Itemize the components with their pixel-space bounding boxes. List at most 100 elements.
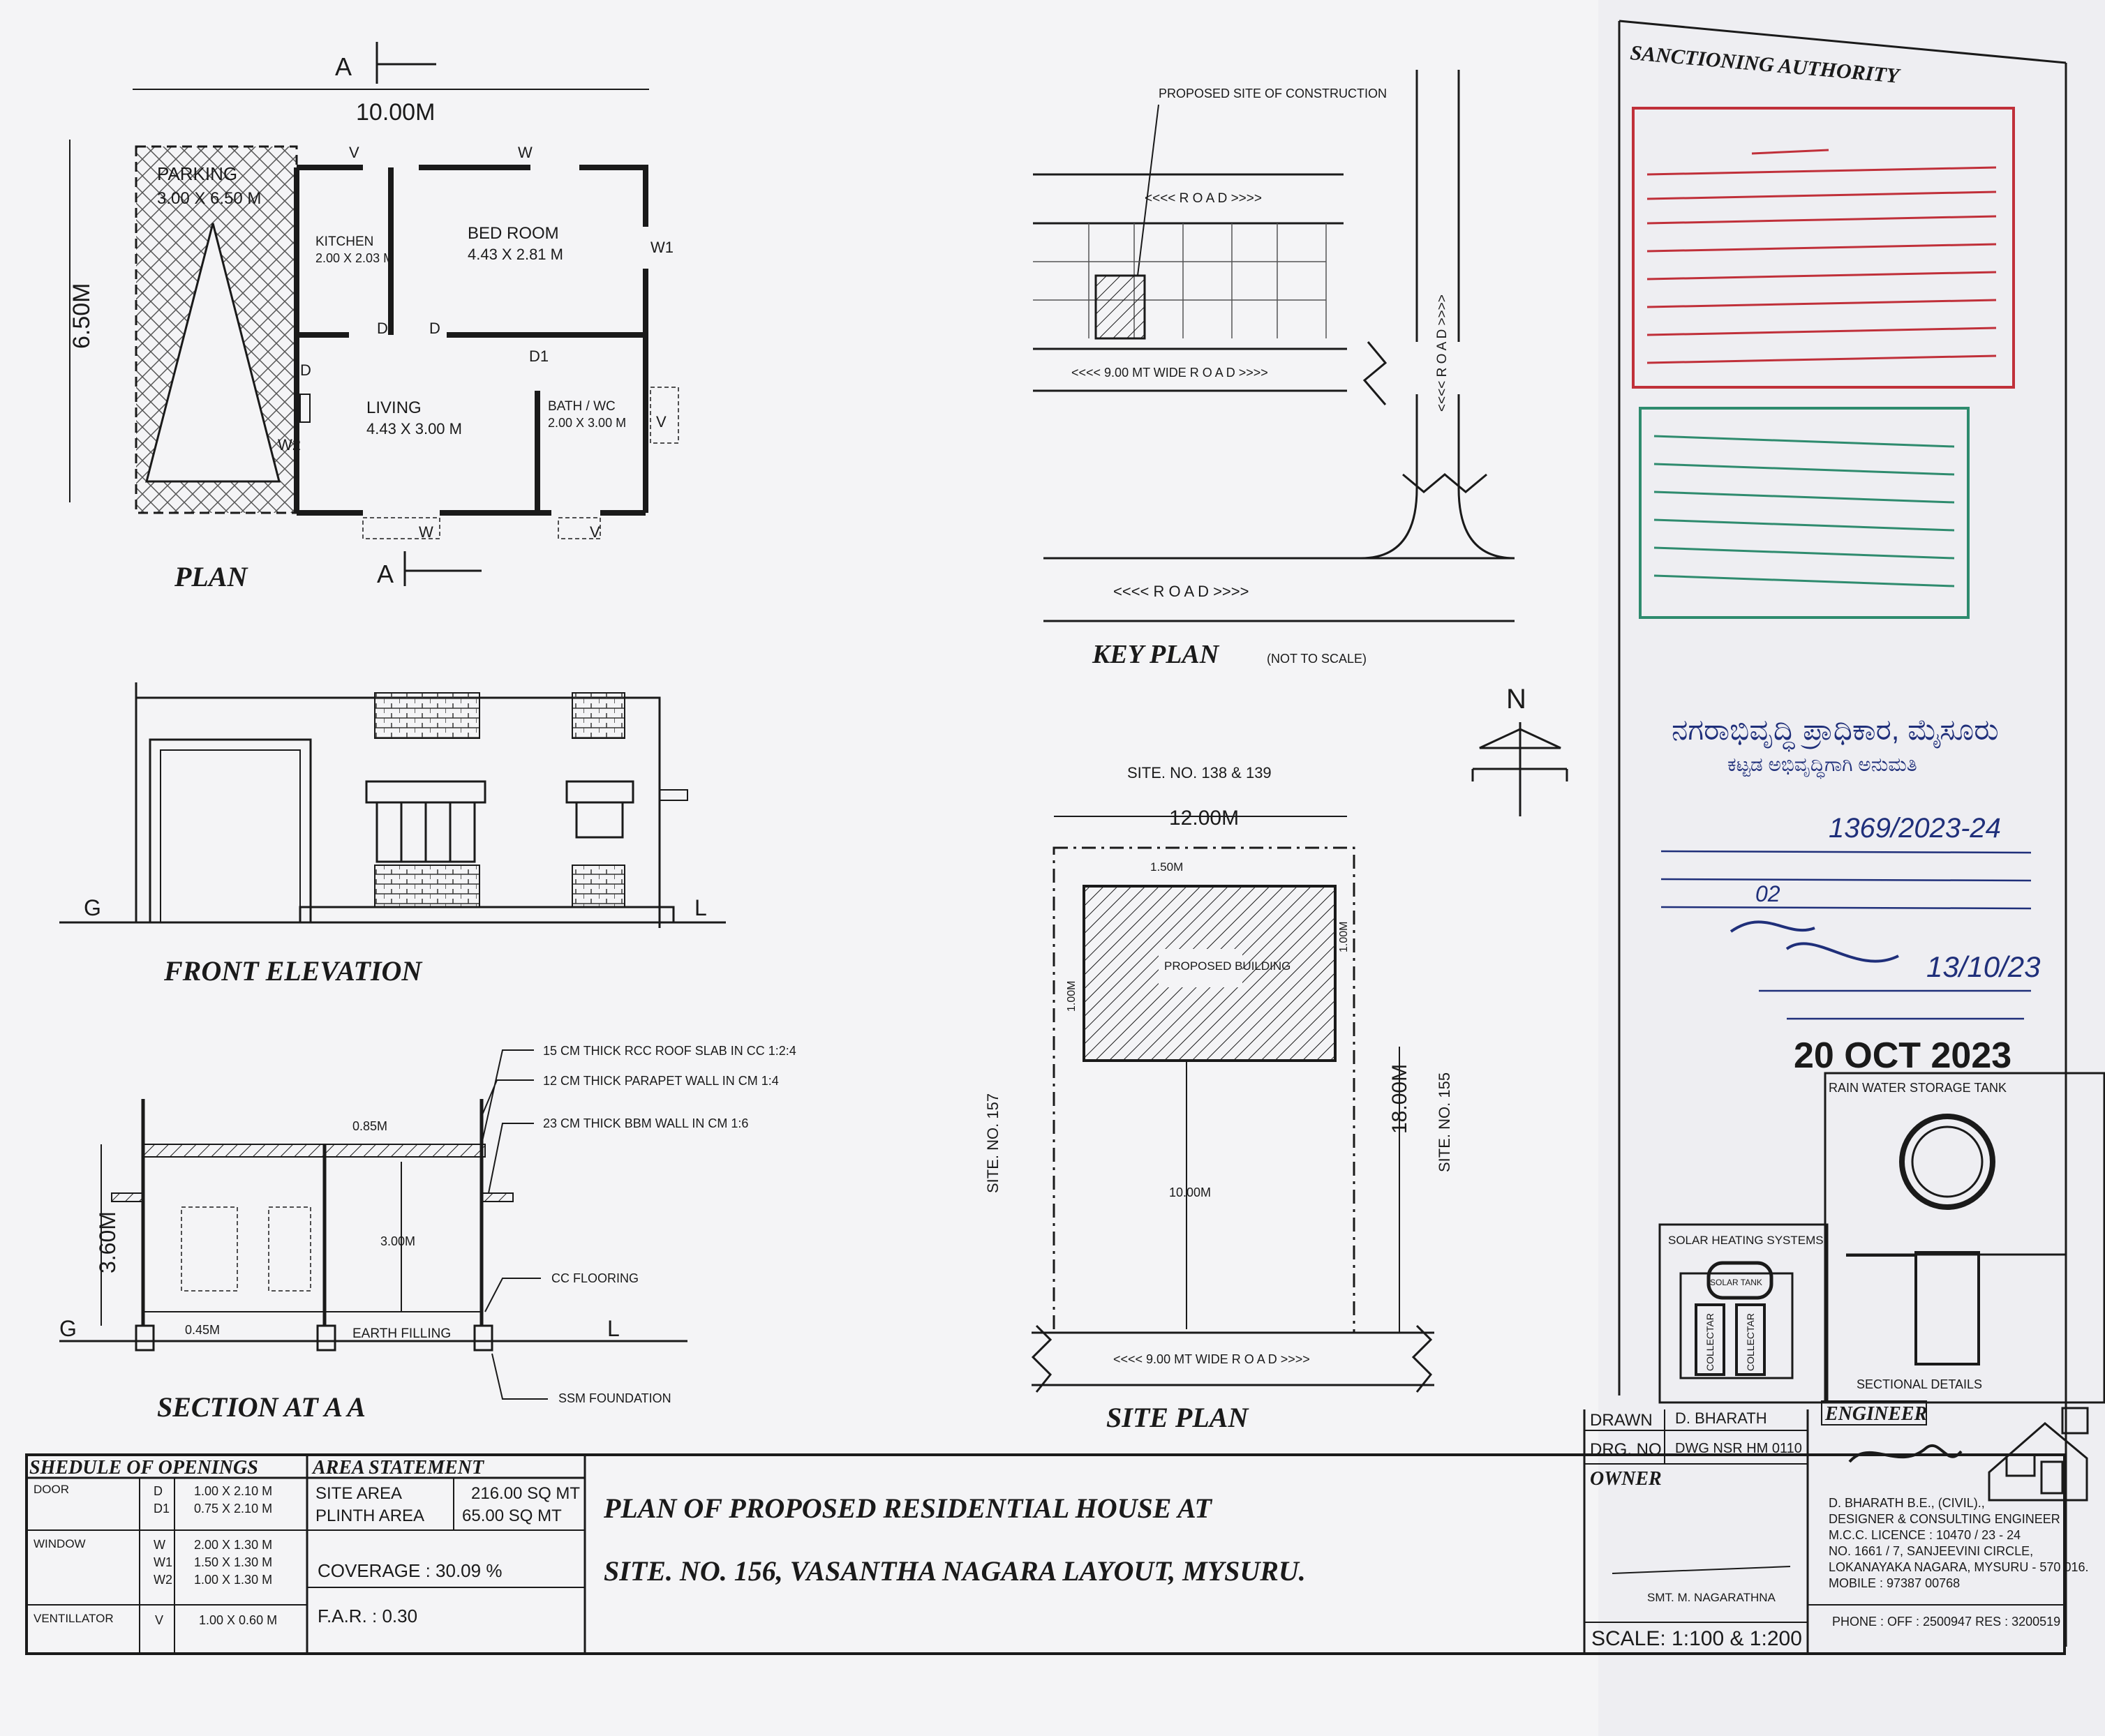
kitchen-label: KITCHEN <box>315 234 373 249</box>
section-note-slab: 15 CM THICK RCC ROOF SLAB IN CC 1:2:4 <box>543 1044 796 1058</box>
kitchen-size: 2.00 X 2.03 M <box>315 251 394 265</box>
opening-row-5-type: VENTILLATOR <box>34 1612 114 1625</box>
plan-window-tag-w-bottom: W <box>419 523 433 541</box>
living-size: 4.43 X 3.00 M <box>366 420 462 437</box>
opening-row-3-code: W1 <box>154 1555 172 1569</box>
site-area-value: 216.00 SQ MT <box>471 1484 580 1503</box>
key-plan-proposed-site: PROPOSED SITE OF CONSTRUCTION <box>1159 87 1387 100</box>
plan-drawing: 10.00M A 6.50M PARKING 3.00 X 6.50 M V W… <box>68 42 679 592</box>
eng-line4: NO. 1661 / 7, SANJEEVINI CIRCLE, <box>1829 1544 2033 1558</box>
opening-row-0-size: 1.00 X 2.10 M <box>194 1484 272 1498</box>
plan-width-dim: 10.00M <box>356 99 435 126</box>
elevation-ground-left: G <box>84 895 101 920</box>
authority-permit-no: 1369/2023-24 <box>1829 813 2001 844</box>
site-road-label: <<<< 9.00 MT WIDE R O A D >>>> <box>1113 1352 1310 1366</box>
title-block: DRAWN D. BHARATH DRG. NO DWG NSR HM 0110… <box>1584 1400 2089 1654</box>
bedroom-label: BED ROOM <box>468 224 559 243</box>
owner-name: SMT. M. NAGARATHNA <box>1647 1591 1776 1604</box>
plan-window-tag-v-right: V <box>656 413 667 431</box>
section-note-parapet: 12 CM THICK PARAPET WALL IN CM 1:4 <box>543 1074 779 1088</box>
project-line2: SITE. NO. 156, VASANTHA NAGARA LAYOUT, M… <box>604 1555 1306 1587</box>
site-front-setback: 10.00M <box>1169 1185 1211 1199</box>
solar-title: SOLAR HEATING SYSTEMS <box>1668 1234 1824 1247</box>
plan-door-tag-d2: D <box>429 320 440 337</box>
section-dim-plinth: 0.45M <box>185 1323 220 1337</box>
site-top-label: SITE. NO. 138 & 139 <box>1127 764 1272 781</box>
authority-org: ನಗರಾಭಿವೃದ್ಧಿ ಪ್ರಾಧಿಕಾರ, ಮೈಸೂರು <box>1672 713 1999 752</box>
parking-size: 3.00 X 6.50 M <box>157 189 261 208</box>
section-drawing: G L 3.60M 3.00M 0.85M 0.45M EARTH FILLIN… <box>59 1044 796 1423</box>
site-left-label: SITE. NO. 157 <box>984 1093 1002 1193</box>
openings-table: SHEDULE OF OPENINGS DOOR D 1.00 X 2.10 M… <box>29 1457 277 1627</box>
section-height-room: 3.00M <box>380 1234 415 1248</box>
parking-label: PARKING <box>157 163 237 184</box>
eng-line2: DESIGNER & CONSULTING ENGINEER <box>1829 1512 2060 1526</box>
bath-label: BATH / WC <box>548 399 616 414</box>
owner-label: OWNER <box>1590 1468 1662 1490</box>
drawn-label: DRAWN <box>1590 1411 1653 1430</box>
area-statement: AREA STATEMENT SITE AREA 216.00 SQ MT PL… <box>311 1457 580 1626</box>
plan-window-tag-v-top: V <box>349 144 359 161</box>
opening-row-2-code: W <box>154 1538 165 1552</box>
key-plan-road-vertical: <<<< R O A D >>>> <box>1435 294 1450 412</box>
openings-title: SHEDULE OF OPENINGS <box>29 1457 258 1479</box>
opening-row-1-code: D1 <box>154 1502 170 1516</box>
opening-row-3-size: 1.50 X 1.30 M <box>194 1555 272 1569</box>
bottom-tables <box>25 1409 2066 1655</box>
plan-door-tag-d3: D <box>300 361 311 379</box>
section-note-flooring: CC FLOORING <box>551 1271 639 1285</box>
authority-signed-date: 13/10/23 <box>1926 950 2041 983</box>
coverage: COVERAGE : 30.09 % <box>318 1560 502 1581</box>
front-elevation-drawing: G L FRONT ELEVATION <box>59 682 726 987</box>
solar-collector-2: COLLECTAR <box>1745 1313 1756 1371</box>
key-plan-road-top: <<<< R O A D >>>> <box>1145 191 1262 206</box>
site-width: 12.00M <box>1169 807 1239 830</box>
site-right-label: SITE. NO. 155 <box>1436 1072 1453 1172</box>
site-rear-setback: 1.50M <box>1150 860 1183 874</box>
elevation-ground-right: L <box>694 895 707 920</box>
section-dim-top: 0.85M <box>352 1119 387 1133</box>
scale: SCALE: 1:100 & 1:200 <box>1591 1627 1802 1650</box>
plan-window-tag-w-top: W <box>518 144 533 161</box>
section-note-wall: 23 CM THICK BBM WALL IN CM 1:6 <box>543 1116 748 1130</box>
plan-section-marker-bottom: A <box>377 560 394 588</box>
rain-tank-title: RAIN WATER STORAGE TANK <box>1829 1081 2007 1095</box>
opening-row-2-type: WINDOW <box>34 1537 86 1550</box>
drg-value: DWG NSR HM 0110 <box>1675 1441 1802 1456</box>
plan-door-tag-d1b: D1 <box>529 347 549 365</box>
eng-line3: M.C.C. LICENCE : 10470 / 23 - 24 <box>1829 1528 2021 1542</box>
eng-line5: LOKANAYAKA NAGARA, MYSURU - 570 016. <box>1829 1560 2088 1574</box>
site-depth: 18.00M <box>1388 1064 1411 1134</box>
rain-water-tank: RAIN WATER STORAGE TANK SECTIONAL DETAIL… <box>1824 1072 2105 1404</box>
authority-permit: ಕಟ್ಟಡ ಅಭಿವೃದ್ಧಿಗಾಗಿ ಅನುಮತಿ <box>1727 754 1917 779</box>
engineer-logo-icon <box>1988 1407 2089 1502</box>
opening-row-0-code: D <box>154 1484 163 1498</box>
section-height-total: 3.60M <box>95 1211 120 1273</box>
solar-collector-1: COLLECTAR <box>1704 1313 1716 1371</box>
solar-tank: SOLAR TANK <box>1710 1278 1762 1287</box>
section-ground-left: G <box>59 1316 77 1341</box>
opening-row-0-type: DOOR <box>34 1483 69 1496</box>
project-title-block: PLAN OF PROPOSED RESIDENTIAL HOUSE AT SI… <box>603 1492 1306 1587</box>
drawn-value: D. BHARATH <box>1675 1409 1767 1427</box>
drg-label: DRG. NO <box>1590 1440 1662 1459</box>
plan-window-tag-w2: W2 <box>278 436 301 454</box>
plinth-area-label: PLINTH AREA <box>315 1506 424 1525</box>
plan-depth-dim: 6.50M <box>68 283 95 350</box>
site-building-label: PROPOSED BUILDING <box>1164 959 1290 973</box>
opening-row-5-size: 1.00 X 0.60 M <box>199 1613 277 1627</box>
solar-heating: SOLAR HEATING SYSTEMS SOLAR TANK COLLECT… <box>1658 1223 1829 1404</box>
plinth-area-value: 65.00 SQ MT <box>462 1506 562 1525</box>
plan-title: PLAN <box>174 561 249 592</box>
key-plan-drawing: PROPOSED SITE OF CONSTRUCTION <<<< R O A… <box>1033 70 1515 669</box>
eng-line6: MOBILE : 97387 00768 <box>1829 1576 1960 1590</box>
rain-tank-sectional: SECTIONAL DETAILS <box>1857 1377 1982 1391</box>
living-label: LIVING <box>366 398 422 417</box>
key-plan-title: KEY PLAN <box>1092 640 1220 669</box>
north-label: N <box>1506 684 1526 714</box>
area-title: AREA STATEMENT <box>311 1457 485 1479</box>
eng-phone: PHONE : OFF : 2500947 RES : 3200519 <box>1832 1615 2060 1629</box>
site-left-setback: 1.00M <box>1066 981 1078 1012</box>
site-plan-title: SITE PLAN <box>1106 1402 1249 1433</box>
